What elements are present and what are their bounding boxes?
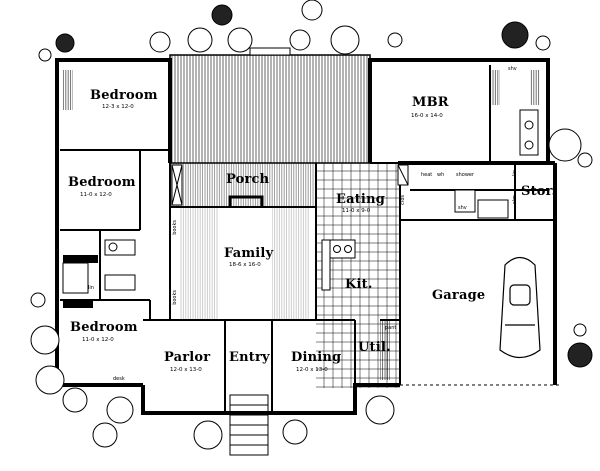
room-mbr-dim: 16-0 x 14-0 [411,113,443,119]
room-mbr: MBR [412,95,449,110]
fixtures [62,109,539,294]
room-storage: Stor. [521,184,557,199]
room-kitchen: Kit. [345,277,373,292]
room-bedroom-3: Bedroom [70,320,138,335]
room-family-dim: 18-6 x 16-0 [229,262,261,268]
label-elm: elm [512,195,518,205]
room-bedroom-3-dim: 11-0 x 12-0 [82,337,114,343]
car-icon [499,256,541,359]
room-bedroom-2-dim: 11-0 x 12-0 [80,192,112,198]
room-garage: Garage [432,288,486,303]
label-lin-bath: lin [88,285,94,291]
room-family: Family [224,246,274,261]
room-dining-dim: 12-0 x 13-0 [296,367,328,373]
closets [63,70,540,380]
room-dining: Dining [291,350,342,365]
label-desk: desk [113,376,125,382]
label-lin-2: lin [512,170,518,176]
label-pant: pant [385,325,397,331]
front-steps [229,394,269,456]
outer-walls [55,58,557,415]
landscaping [30,0,593,450]
room-bedroom-2: Bedroom [68,175,136,190]
room-entry: Entry [229,350,270,365]
label-books-upper: books [172,220,178,235]
porch-area [170,163,316,207]
label-shv: shv [508,66,517,72]
label-shv-2: shv [458,205,467,211]
room-eating: Eating [336,192,386,207]
label-wh: wh [437,172,445,178]
label-shower: shower [456,172,475,178]
room-parlor: Parlor [164,350,211,365]
fireplace [228,195,264,207]
room-bedroom-1-dim: 12-3 x 12-0 [102,104,134,110]
room-parlor-dim: 12-0 x 13-0 [170,367,202,373]
label-clos: clos [400,195,406,205]
room-eating-dim: 11-0 x 9-0 [342,208,371,214]
rear-deck [169,54,371,164]
room-utility: Util. [358,340,391,355]
room-porch: Porch [226,172,270,187]
label-heat: heat [421,172,433,178]
label-books-lower: books [172,290,178,305]
room-bedroom-1: Bedroom [90,88,158,103]
